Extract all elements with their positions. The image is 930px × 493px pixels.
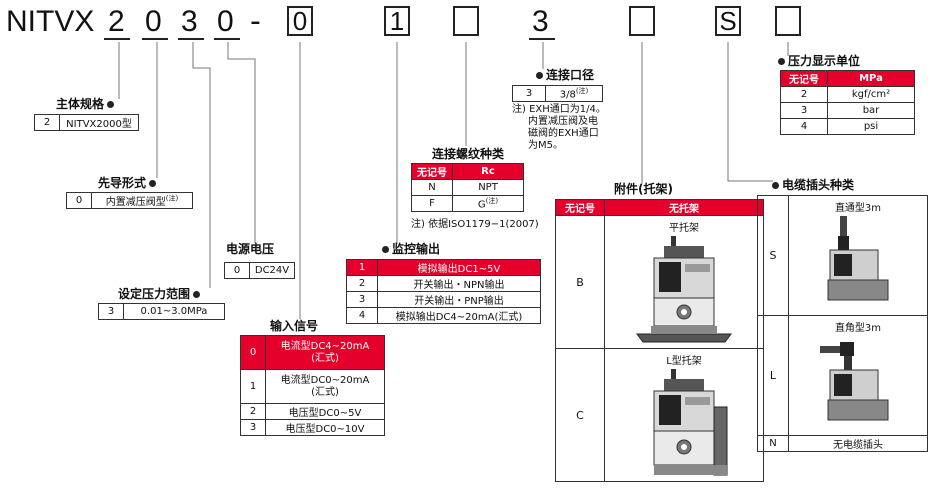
l-bracket-valve-image (653, 369, 728, 476)
code-box-pressure-unit: S (715, 6, 741, 36)
thread-note: 注) 依据ISO1179−1(2007) (411, 219, 539, 230)
code-char-set-pressure: 3 (181, 5, 198, 38)
model-prefix: NITVX (6, 5, 95, 38)
code-char-port-size: 3 (532, 5, 549, 38)
code-box-accessory (629, 6, 655, 36)
code-box-thread (453, 6, 479, 36)
code-box-cable (775, 6, 801, 36)
main-size-title: 主体规格 (56, 95, 117, 112)
code-char-pilot: 0 (145, 5, 162, 38)
set-pressure-title: 设定压力范围 (118, 285, 203, 302)
code-char-main-size: 2 (108, 5, 125, 38)
straight-connector-image (827, 216, 889, 301)
pressure-unit-title: 压力显示单位 (778, 52, 860, 69)
code-dash: - (250, 4, 261, 39)
port-size-note: 注) EXH通口为1/4。 内置减压阀及电 磁阀的EXH通口 为M5。 (512, 104, 606, 151)
code-box-monitor-output: 1 (384, 6, 410, 36)
code-box-input-signal: 0 (287, 6, 313, 36)
port-size-title: 连接口径 (536, 66, 594, 83)
monitor-output-title: 监控输出 (382, 240, 440, 257)
flat-bracket-valve-image (636, 236, 732, 343)
pilot-title: 先导形式 (98, 174, 159, 191)
code-char-voltage: 0 (217, 5, 234, 38)
accessory-title: 附件(托架) (614, 182, 673, 196)
thread-title: 连接螺纹种类 (432, 147, 505, 161)
right-angle-connector-image (820, 342, 889, 421)
accessory-table: 无记号无托架 B 平托架 C L型托架 (555, 199, 764, 482)
input-signal-title: 输入信号 (270, 319, 319, 333)
cable-title: 电缆插头种类 (772, 176, 854, 193)
supply-voltage-title: 电源电压 (226, 242, 275, 256)
